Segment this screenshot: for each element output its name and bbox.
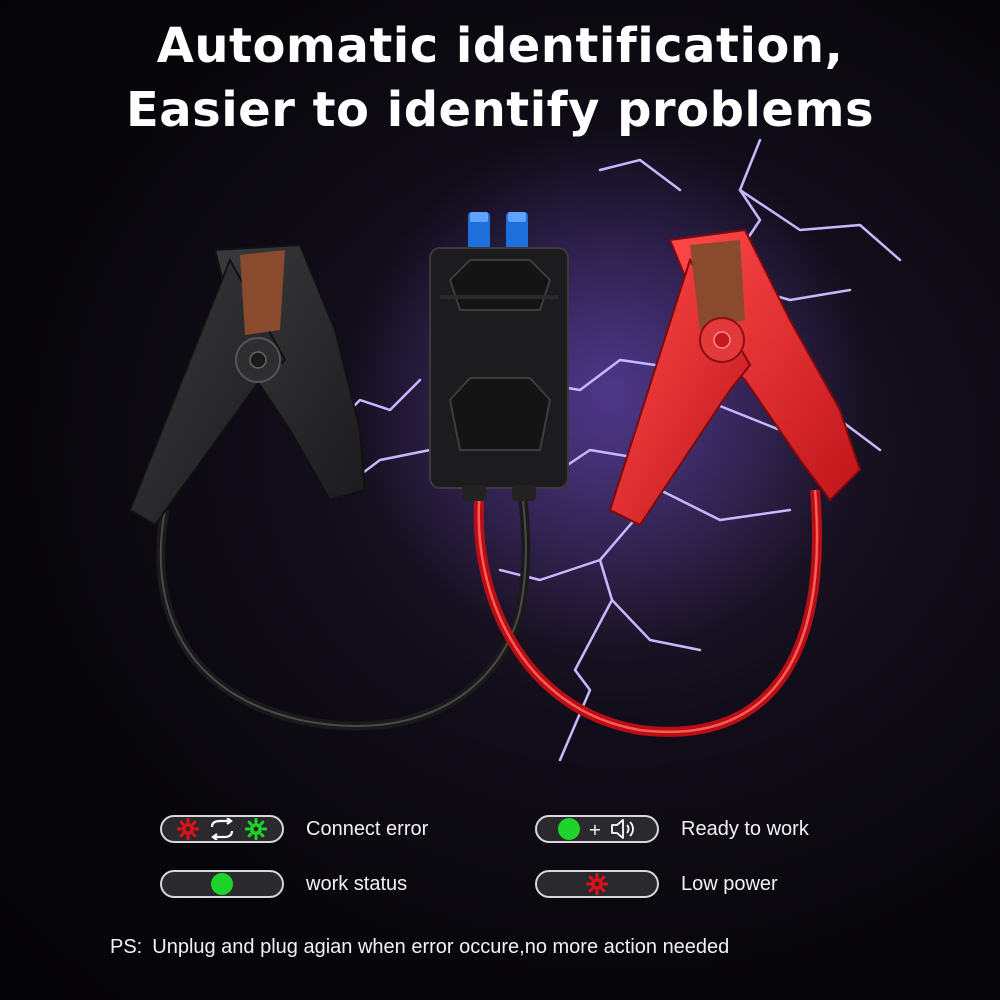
red-gear-icon xyxy=(177,818,199,840)
green-gear-icon xyxy=(245,818,267,840)
legend-label: Connect error xyxy=(306,817,429,840)
plus-sign: + xyxy=(588,819,602,839)
product-illustration xyxy=(128,130,902,762)
legend-low-power: Low power xyxy=(535,870,778,898)
indicator-pill xyxy=(160,815,284,843)
legend-label: Ready to work xyxy=(681,817,809,840)
ps-prefix: PS: xyxy=(110,936,143,958)
green-dot-icon xyxy=(211,873,233,895)
red-gear-icon xyxy=(586,873,608,895)
ps-note: PS: Unplug and plug agian when error occu… xyxy=(110,936,729,959)
green-dot-icon xyxy=(558,818,581,840)
smart-module xyxy=(429,212,569,501)
red-clamp xyxy=(608,228,862,527)
legend-label: Low power xyxy=(681,872,778,895)
headline-line-2: Easier to identify problems xyxy=(125,82,875,138)
legend-work-status: work status xyxy=(160,870,407,898)
legend-ready-to-work: + Ready to work xyxy=(535,815,809,843)
indicator-pill xyxy=(535,870,659,898)
legend-label: work status xyxy=(306,872,408,895)
headline: Automatic identification, Easier to iden… xyxy=(0,14,1000,142)
indicator-pill: + xyxy=(535,815,659,843)
legend-connect-error: Connect error xyxy=(160,815,428,843)
indicator-pill xyxy=(160,870,284,898)
ps-text: Unplug and plug agian when error occure,… xyxy=(152,936,730,958)
swap-arrows-icon xyxy=(210,818,234,840)
speaker-icon xyxy=(610,819,634,839)
black-clamp xyxy=(128,243,367,527)
headline-line-1: Automatic identification, xyxy=(156,18,844,74)
